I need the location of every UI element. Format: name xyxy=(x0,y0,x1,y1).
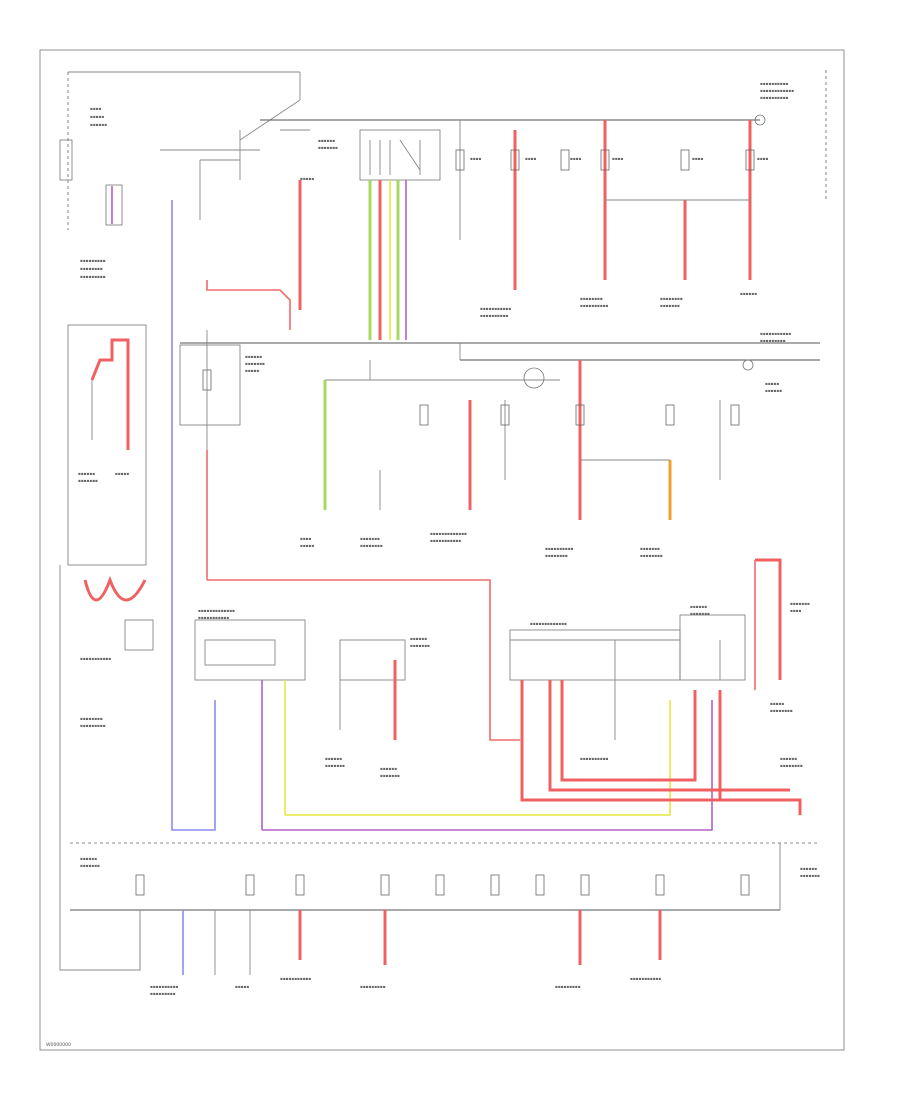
svg-text:▪▪▪▪▪▪▪▪▪▪▪: ▪▪▪▪▪▪▪▪▪▪▪ xyxy=(760,331,791,336)
alternator-area: ▪▪▪▪▪▪▪▪▪▪▪ ▪▪▪▪▪▪▪▪ ▪▪▪▪▪▪▪▪▪ xyxy=(59,565,154,971)
svg-text:▪▪▪▪▪▪▪▪: ▪▪▪▪▪▪▪▪ xyxy=(80,716,103,721)
svg-text:▪▪▪▪▪▪▪▪▪▪▪: ▪▪▪▪▪▪▪▪▪▪▪ xyxy=(80,656,111,661)
svg-text:▪▪▪▪▪▪▪▪▪▪▪: ▪▪▪▪▪▪▪▪▪▪▪ xyxy=(630,976,661,981)
svg-text:▪▪▪▪▪▪▪▪: ▪▪▪▪▪▪▪▪ xyxy=(770,708,793,713)
middle-fuse-row: ▪▪▪▪ ▪▪▪▪▪ ▪▪▪▪▪▪▪ ▪▪▪▪▪▪▪▪ ▪▪▪▪▪▪▪▪▪▪▪▪… xyxy=(300,331,791,558)
svg-text:▪▪▪▪▪▪: ▪▪▪▪▪▪ xyxy=(765,388,782,393)
svg-text:▪▪▪▪▪▪▪▪: ▪▪▪▪▪▪▪▪ xyxy=(660,296,683,301)
svg-text:▪▪▪▪▪▪: ▪▪▪▪▪▪ xyxy=(800,866,817,871)
svg-text:▪▪▪▪▪▪▪▪: ▪▪▪▪▪▪▪▪ xyxy=(80,266,103,271)
svg-text:▪▪▪▪▪▪▪▪: ▪▪▪▪▪▪▪▪ xyxy=(580,296,603,301)
svg-text:▪▪▪▪: ▪▪▪▪ xyxy=(612,156,624,161)
svg-text:▪▪▪▪▪▪▪: ▪▪▪▪▪▪▪ xyxy=(690,611,710,616)
svg-text:▪▪▪▪: ▪▪▪▪ xyxy=(757,156,769,161)
svg-text:▪▪▪▪▪▪▪: ▪▪▪▪▪▪▪ xyxy=(318,145,338,150)
svg-text:▪▪▪▪: ▪▪▪▪ xyxy=(692,156,704,161)
svg-text:▪▪▪▪▪▪: ▪▪▪▪▪▪ xyxy=(78,471,95,476)
svg-text:▪▪▪▪▪▪▪▪: ▪▪▪▪▪▪▪▪ xyxy=(640,553,663,558)
svg-text:▪▪▪▪▪▪▪: ▪▪▪▪▪▪▪ xyxy=(325,763,345,768)
battery-area: ▪▪▪▪▪▪ ▪▪▪▪▪▪▪ ▪▪▪▪▪ xyxy=(67,324,147,566)
control-module-box: ▪▪▪▪▪▪▪▪▪▪▪▪▪ ▪▪▪▪▪▪▪▪▪▪▪ xyxy=(194,608,713,831)
svg-text:▪▪▪▪▪▪▪: ▪▪▪▪▪▪▪ xyxy=(380,773,400,778)
svg-text:▪▪▪▪▪▪▪: ▪▪▪▪▪▪▪ xyxy=(640,546,660,551)
svg-text:▪▪▪▪▪▪: ▪▪▪▪▪▪ xyxy=(318,138,335,143)
svg-text:▪▪▪▪▪▪▪▪▪▪: ▪▪▪▪▪▪▪▪▪▪ xyxy=(760,95,789,100)
svg-text:▪▪▪▪▪▪▪▪▪▪▪▪▪: ▪▪▪▪▪▪▪▪▪▪▪▪▪ xyxy=(530,621,567,626)
small-fuse-box: ▪▪▪▪▪▪ ▪▪▪▪▪▪▪ ▪▪▪▪▪▪ ▪▪▪▪▪▪▪ ▪▪▪▪▪▪ ▪▪▪… xyxy=(325,636,430,778)
svg-text:▪▪▪▪▪▪▪▪▪▪: ▪▪▪▪▪▪▪▪▪▪ xyxy=(580,303,609,308)
svg-text:▪▪▪▪▪▪▪: ▪▪▪▪▪▪▪ xyxy=(800,873,820,878)
svg-text:▪▪▪▪▪▪: ▪▪▪▪▪▪ xyxy=(325,756,342,761)
svg-text:▪▪▪▪▪▪▪▪▪: ▪▪▪▪▪▪▪▪▪ xyxy=(760,338,786,343)
svg-text:▪▪▪▪▪▪: ▪▪▪▪▪▪ xyxy=(780,756,797,761)
svg-text:▪▪▪▪▪▪▪▪▪▪▪: ▪▪▪▪▪▪▪▪▪▪▪ xyxy=(430,538,461,543)
svg-text:▪▪▪▪: ▪▪▪▪ xyxy=(90,106,102,111)
svg-text:▪▪▪▪▪▪▪▪▪▪▪▪: ▪▪▪▪▪▪▪▪▪▪▪▪ xyxy=(760,88,794,93)
bottom-fuse-row: ▪▪▪▪▪▪▪▪▪▪ ▪▪▪▪▪▪▪▪▪ ▪▪▪▪▪ ▪▪▪▪▪▪▪▪▪▪▪ ▪… xyxy=(80,856,820,996)
svg-text:▪▪▪▪: ▪▪▪▪ xyxy=(790,608,802,613)
svg-text:▪▪▪▪: ▪▪▪▪ xyxy=(470,156,482,161)
relay-box: ▪▪▪▪▪▪ ▪▪▪▪▪▪▪ xyxy=(318,129,441,340)
svg-text:▪▪▪▪▪: ▪▪▪▪▪ xyxy=(90,114,104,119)
svg-text:▪▪▪▪▪▪▪: ▪▪▪▪▪▪▪ xyxy=(80,863,100,868)
svg-text:▪▪▪▪▪: ▪▪▪▪▪ xyxy=(300,176,314,181)
svg-text:▪▪▪▪▪▪▪: ▪▪▪▪▪▪▪ xyxy=(790,601,810,606)
svg-text:▪▪▪▪▪▪: ▪▪▪▪▪▪ xyxy=(690,604,707,609)
svg-text:▪▪▪▪▪▪▪▪▪▪: ▪▪▪▪▪▪▪▪▪▪ xyxy=(545,546,574,551)
left-fuse-box: ▪▪▪▪▪▪ ▪▪▪▪▪▪▪ ▪▪▪▪▪ xyxy=(179,280,520,741)
svg-text:▪▪▪▪▪▪: ▪▪▪▪▪▪ xyxy=(80,856,97,861)
supplementary-battery-area: ▪▪▪▪ ▪▪▪▪▪ ▪▪▪▪▪▪ ▪▪▪▪▪▪▪▪▪ ▪▪▪▪▪▪▪▪ ▪▪▪… xyxy=(59,71,300,279)
svg-text:▪▪▪▪: ▪▪▪▪ xyxy=(300,536,312,541)
top-fuse-row: ▪▪▪▪ ▪▪▪▪ ▪▪▪▪ ▪▪▪▪ ▪▪▪▪ ▪▪▪▪ ▪▪▪▪▪▪▪▪▪▪… xyxy=(298,120,769,318)
svg-text:▪▪▪▪▪: ▪▪▪▪▪ xyxy=(115,471,129,476)
svg-text:▪▪▪▪▪▪▪: ▪▪▪▪▪▪▪ xyxy=(245,361,265,366)
diagram-frame xyxy=(39,49,845,1051)
main-relay-area: ▪▪▪▪▪▪▪▪▪▪ ▪▪▪▪▪▪▪▪▪▪▪▪ ▪▪▪▪▪▪▪▪▪▪ ▪▪▪▪▪ xyxy=(160,70,827,220)
svg-text:▪▪▪▪▪▪▪: ▪▪▪▪▪▪▪ xyxy=(660,303,680,308)
svg-text:▪▪▪▪▪▪▪▪▪▪▪▪▪: ▪▪▪▪▪▪▪▪▪▪▪▪▪ xyxy=(430,531,467,536)
svg-text:▪▪▪▪▪▪▪▪▪▪: ▪▪▪▪▪▪▪▪▪▪ xyxy=(480,313,509,318)
svg-text:▪▪▪▪▪: ▪▪▪▪▪ xyxy=(235,984,249,989)
svg-text:▪▪▪▪▪▪: ▪▪▪▪▪▪ xyxy=(410,636,427,641)
svg-text:▪▪▪▪▪▪: ▪▪▪▪▪▪ xyxy=(740,291,757,296)
svg-text:▪▪▪▪▪: ▪▪▪▪▪ xyxy=(245,368,259,373)
svg-text:▪▪▪▪▪▪: ▪▪▪▪▪▪ xyxy=(90,122,107,127)
page-code: W0000000 xyxy=(46,1042,71,1048)
svg-text:▪▪▪▪▪: ▪▪▪▪▪ xyxy=(770,701,784,706)
svg-text:▪▪▪▪▪▪▪▪: ▪▪▪▪▪▪▪▪ xyxy=(780,763,803,768)
svg-text:▪▪▪▪▪▪▪▪▪▪▪▪▪: ▪▪▪▪▪▪▪▪▪▪▪▪▪ xyxy=(198,608,235,613)
svg-text:▪▪▪▪▪▪▪▪▪▪: ▪▪▪▪▪▪▪▪▪▪ xyxy=(150,984,179,989)
svg-text:▪▪▪▪▪▪▪: ▪▪▪▪▪▪▪ xyxy=(360,536,380,541)
svg-text:▪▪▪▪▪▪: ▪▪▪▪▪▪ xyxy=(245,354,262,359)
svg-text:▪▪▪▪▪▪▪▪▪▪: ▪▪▪▪▪▪▪▪▪▪ xyxy=(580,756,609,761)
svg-text:▪▪▪▪▪▪▪▪▪: ▪▪▪▪▪▪▪▪▪ xyxy=(150,991,176,996)
svg-text:▪▪▪▪: ▪▪▪▪ xyxy=(525,156,537,161)
svg-text:▪▪▪▪▪▪: ▪▪▪▪▪▪ xyxy=(380,766,397,771)
svg-text:▪▪▪▪▪▪▪▪▪: ▪▪▪▪▪▪▪▪▪ xyxy=(80,274,106,279)
svg-text:▪▪▪▪▪▪▪▪: ▪▪▪▪▪▪▪▪ xyxy=(545,553,568,558)
svg-text:▪▪▪▪▪▪▪▪▪▪▪: ▪▪▪▪▪▪▪▪▪▪▪ xyxy=(480,306,511,311)
svg-text:▪▪▪▪▪▪▪▪▪: ▪▪▪▪▪▪▪▪▪ xyxy=(80,258,106,263)
svg-text:▪▪▪▪▪▪▪▪▪: ▪▪▪▪▪▪▪▪▪ xyxy=(80,723,106,728)
svg-text:▪▪▪▪▪▪▪▪▪▪▪: ▪▪▪▪▪▪▪▪▪▪▪ xyxy=(198,615,229,620)
svg-text:▪▪▪▪▪▪▪: ▪▪▪▪▪▪▪ xyxy=(410,643,430,648)
svg-text:▪▪▪▪▪▪▪: ▪▪▪▪▪▪▪ xyxy=(78,478,98,483)
blue-wire xyxy=(171,200,216,831)
svg-text:▪▪▪▪▪▪▪▪▪▪: ▪▪▪▪▪▪▪▪▪▪ xyxy=(760,81,789,86)
svg-text:▪▪▪▪: ▪▪▪▪ xyxy=(570,156,582,161)
svg-text:▪▪▪▪▪▪▪▪▪: ▪▪▪▪▪▪▪▪▪ xyxy=(360,984,386,989)
svg-text:▪▪▪▪▪: ▪▪▪▪▪ xyxy=(765,381,779,386)
svg-text:▪▪▪▪▪: ▪▪▪▪▪ xyxy=(300,543,314,548)
svg-text:▪▪▪▪▪▪▪▪▪: ▪▪▪▪▪▪▪▪▪ xyxy=(555,984,581,989)
svg-text:▪▪▪▪▪▪▪▪: ▪▪▪▪▪▪▪▪ xyxy=(360,543,383,548)
svg-text:▪▪▪▪▪▪▪▪▪▪▪: ▪▪▪▪▪▪▪▪▪▪▪ xyxy=(280,976,311,981)
right-module-box: ▪▪▪▪▪▪▪▪▪▪▪▪▪ ▪▪▪▪▪▪ ▪▪▪▪▪▪▪ ▪▪▪▪▪▪▪ ▪▪▪… xyxy=(509,558,810,815)
